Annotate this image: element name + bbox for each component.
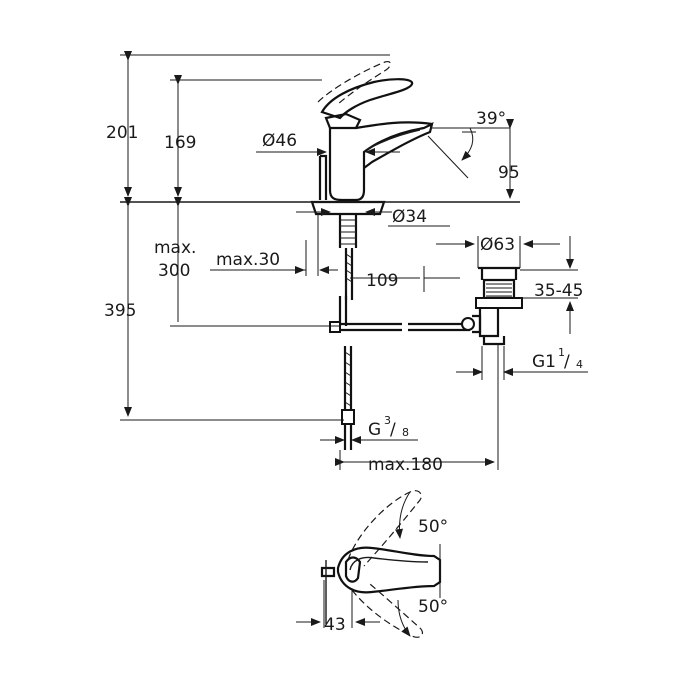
linkage-left — [340, 322, 402, 332]
ext-lines-g114 — [481, 346, 505, 380]
top-body-rim — [349, 556, 429, 571]
lever-handle — [320, 78, 414, 120]
dim-d46: Ø46 — [256, 131, 400, 156]
supply-stub — [343, 424, 353, 450]
label-39deg: 39° — [476, 109, 506, 129]
connector-nut — [329, 321, 341, 333]
label-g114-den: 4 — [576, 358, 583, 371]
drain-side-port — [472, 314, 482, 334]
angle-spout-line — [427, 135, 469, 179]
label-max180: max.180 — [368, 455, 443, 475]
label-max30: max.30 — [216, 250, 280, 270]
arc-angle-top — [395, 491, 411, 539]
drain-nut — [475, 297, 523, 309]
dim-max30: max.30 — [210, 214, 338, 276]
dim-201: 201 — [106, 51, 390, 197]
supply-tube-wrap — [344, 351, 352, 407]
drain-body-top — [482, 278, 516, 300]
label-169: 169 — [164, 133, 196, 153]
ext-lines-109 — [345, 266, 425, 292]
drain-assembly — [461, 266, 523, 346]
shank — [338, 214, 358, 248]
dim-39deg: 39° — [427, 109, 510, 179]
lever-swing-lower — [351, 583, 424, 638]
ext-lines-max180 — [339, 344, 499, 470]
pivot-nut — [461, 317, 475, 331]
supply-hose — [329, 296, 355, 450]
dim-angle-bottom: 50° — [397, 597, 448, 637]
label-g114-slash: / — [564, 352, 570, 372]
arc-angle-bottom — [397, 599, 411, 637]
dim-angle-top: 50° — [395, 491, 448, 539]
label-d34: Ø34 — [392, 207, 427, 227]
label-g114-num: 1 — [558, 346, 565, 359]
body-cap — [324, 112, 362, 130]
label-109: 109 — [366, 271, 398, 291]
faucet-top-view — [320, 490, 442, 638]
drain-tail-lower — [482, 336, 506, 346]
drain-cap — [478, 266, 520, 280]
label-g114-main: G1 — [532, 352, 556, 372]
faucet-body — [328, 121, 434, 202]
top-lever — [344, 556, 362, 583]
label-43: 43 — [324, 615, 346, 635]
angle-arc — [461, 127, 474, 161]
dim-g38: G 3 / 8 — [320, 414, 418, 444]
dim-95: 95 — [498, 119, 520, 199]
dim-395: 395 — [104, 197, 344, 421]
label-95: 95 — [498, 163, 520, 183]
label-d63: Ø63 — [480, 235, 515, 255]
supply-tube-lower — [343, 346, 353, 410]
lever-swing-upper — [347, 490, 422, 567]
shank-thread — [340, 219, 356, 245]
label-201: 201 — [106, 123, 138, 143]
top-body — [336, 546, 442, 594]
dim-35-45: 35-45 — [520, 236, 583, 334]
label-35-45: 35-45 — [534, 281, 583, 301]
popup-linkage — [340, 322, 470, 332]
dim-d63: Ø63 — [436, 235, 560, 268]
popup-rod — [318, 154, 328, 200]
drain-thread — [486, 283, 512, 297]
ext-lines-35-45 — [520, 269, 578, 299]
linkage-right — [408, 322, 470, 332]
ext-lines-d63 — [477, 236, 521, 268]
ext-lines-43 — [323, 580, 353, 628]
ext-lines-max30 — [305, 214, 319, 276]
label-angle-bottom: 50° — [418, 597, 448, 617]
label-g38-den: 8 — [402, 426, 409, 439]
label-d46: Ø46 — [262, 131, 297, 151]
dim-169: 169 — [164, 75, 322, 197]
supply-fitting — [341, 409, 355, 425]
dim-max300: max. 300 — [154, 197, 340, 327]
label-g38-main: G — [368, 420, 381, 440]
label-395: 395 — [104, 301, 136, 321]
hose-wrap — [345, 253, 353, 283]
spout-inner — [365, 129, 421, 151]
top-popup — [320, 566, 336, 578]
faucet-side-view — [310, 61, 434, 300]
drain-tail-upper — [478, 308, 500, 338]
dim-max180: max.180 — [335, 344, 499, 475]
spout-top — [355, 121, 433, 130]
dim-g114: G1 1 / 4 — [456, 346, 588, 380]
label-angle-top: 50° — [418, 517, 448, 537]
label-g38-slash: / — [390, 420, 396, 440]
label-max300-a: max. — [154, 238, 196, 258]
label-g38-num: 3 — [384, 414, 391, 427]
dim-43: 43 — [296, 580, 380, 635]
dim-109: 109 — [345, 266, 460, 292]
dim-d34: Ø34 — [296, 207, 450, 227]
label-max300-b: 300 — [158, 261, 190, 281]
